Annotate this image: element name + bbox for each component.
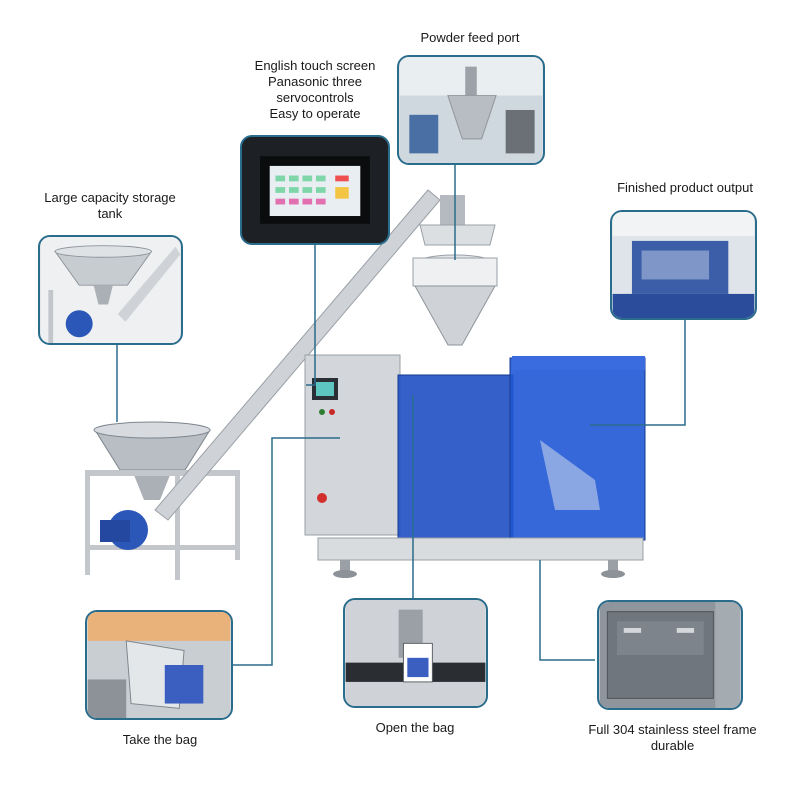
leader-frame (539, 560, 595, 661)
frame-image (599, 602, 741, 708)
blue-guard-left (397, 374, 514, 541)
open-bag-callout (343, 598, 488, 708)
leader-touch-screen (306, 245, 316, 386)
take-bag-image (87, 612, 231, 718)
touch-screen-callout (240, 135, 390, 245)
open-bag-image (345, 600, 486, 706)
finished-output-callout (610, 210, 757, 320)
finished-output-label: Finished product output (617, 180, 753, 195)
storage-tank-image (40, 237, 181, 343)
storage-tank-label: Large capacity storage tank (44, 190, 176, 221)
open-bag-label: Open the bag (375, 720, 455, 735)
finished-output-image (612, 212, 755, 318)
powder-feed-callout (397, 55, 545, 165)
storage-tank-callout (38, 235, 183, 345)
take-bag-label: Take the bag (122, 732, 198, 747)
touch-screen-label: English touch screen Panasonic three ser… (254, 58, 376, 121)
touch-screen-image (260, 156, 370, 224)
leader-finished-output (590, 320, 686, 426)
powder-feed-label: Powder feed port (420, 30, 520, 45)
leader-take-bag (233, 437, 340, 666)
powder-feed-image (399, 57, 543, 163)
take-bag-callout (85, 610, 233, 720)
frame-label: Full 304 stainless steel frame durable (588, 722, 757, 753)
filling-cone (414, 285, 496, 346)
storage-tank-group (85, 421, 240, 580)
machine-base (317, 537, 644, 561)
frame-callout (597, 600, 743, 710)
